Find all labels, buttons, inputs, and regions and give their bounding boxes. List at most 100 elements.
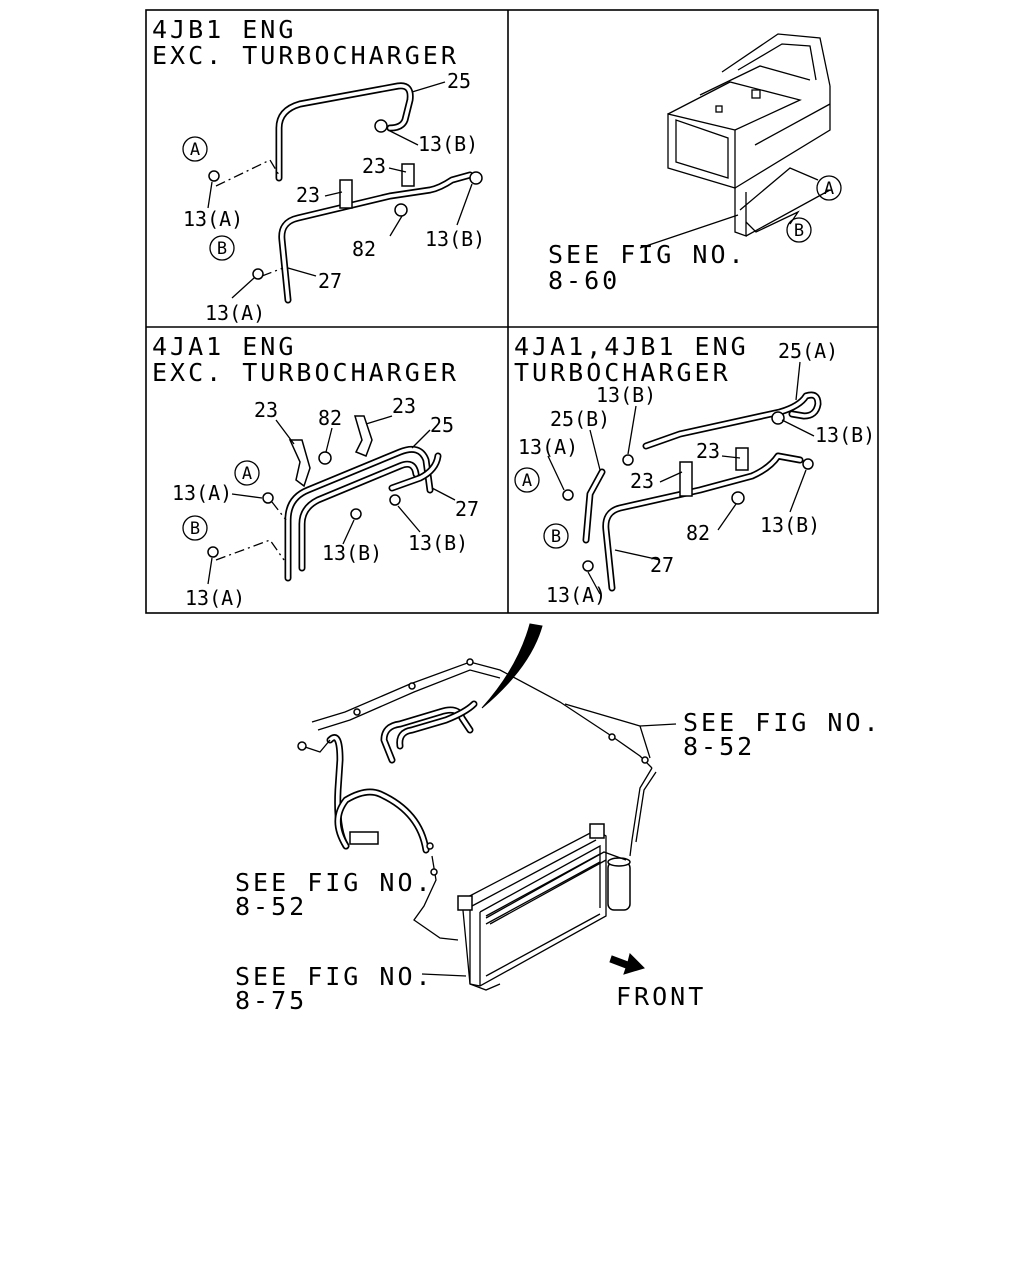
overview-diagram: SEE FIG NO. 8-52 SEE FIG NO. 8-52 SEE FI…: [235, 623, 882, 1015]
callout-13b: 13(B): [815, 423, 875, 447]
callout-23: 23: [696, 439, 720, 463]
see-fig-label: SEE FIG NO.: [683, 708, 882, 737]
marker-a: A: [816, 175, 842, 201]
fig-number: 8-52: [683, 732, 755, 761]
clamp-13b: [802, 458, 814, 470]
callout-23: 23: [392, 394, 416, 418]
marker-a: A: [234, 460, 260, 486]
clamp-13a: [262, 492, 274, 504]
front-arrow-icon: [609, 953, 645, 975]
callout-13a: 13(A): [205, 301, 265, 325]
panel-heater-unit: A B SEE FIG NO. 8-60: [548, 33, 842, 295]
callout-13a: 13(A): [185, 586, 245, 610]
refrigerant-line: [311, 661, 653, 769]
panel-4jb1-exc-turbo: 4JB1 ENG EXC. TURBOCHARGER A B: [152, 15, 485, 325]
callout-13a: 13(A): [546, 583, 606, 607]
marker-a-label: A: [522, 471, 532, 491]
clamp-13a: [207, 546, 219, 558]
marker-b: B: [543, 523, 569, 549]
leader-lines: [547, 361, 815, 595]
clamp-13b: [771, 411, 785, 425]
marker-b: B: [182, 515, 208, 541]
callout-25: 25: [447, 69, 471, 93]
front-label: FRONT: [616, 982, 706, 1011]
callout-13b: 13(B): [425, 227, 485, 251]
callout-23: 23: [254, 398, 278, 422]
clamp-13b: [389, 494, 401, 506]
clamp-13a: [562, 489, 574, 501]
callout-25b: 25(B): [550, 407, 610, 431]
marker-a: A: [514, 467, 540, 493]
marker-a-label: A: [190, 140, 200, 160]
marker-b-label: B: [794, 221, 804, 241]
marker-b: B: [786, 217, 812, 243]
callout-13b: 13(B): [408, 531, 468, 555]
panel-turbo: 4JA1,4JB1 ENG TURBOCHARGER A B: [514, 332, 875, 607]
bracket-23: [354, 415, 373, 457]
receiver-drier: [607, 857, 631, 911]
panel-title-line1: 4JB1 ENG: [152, 15, 296, 44]
callout-13a: 13(A): [518, 435, 578, 459]
panel-4ja1-exc-turbo: 4JA1 ENG EXC. TURBOCHARGER A B: [152, 332, 479, 610]
marker-a-label: A: [242, 464, 252, 484]
callout-13b: 13(B): [760, 513, 820, 537]
detail-pointer: [481, 623, 543, 709]
marker-b-label: B: [190, 519, 200, 539]
panel-title-line1: 4JA1,4JB1 ENG: [514, 332, 749, 361]
callout-27: 27: [455, 497, 479, 521]
condenser: [457, 823, 627, 991]
see-fig-label: SEE FIG NO.: [548, 240, 747, 269]
callout-27: 27: [318, 269, 342, 293]
compressor-fitting: [349, 831, 379, 845]
panel-grid: [145, 9, 879, 614]
callout-13a: 13(A): [172, 481, 232, 505]
heater-unit: [667, 33, 831, 237]
callout-23: 23: [296, 183, 320, 207]
marker-b-label: B: [551, 527, 561, 547]
fig-number: 8-52: [235, 892, 307, 921]
clamp-13a: [582, 560, 594, 572]
leader-lines: [207, 415, 456, 585]
see-fig-label: SEE FIG NO.: [235, 868, 434, 897]
marker-a: A: [182, 136, 208, 162]
panel-title-line2: TURBOCHARGER: [514, 358, 731, 387]
bolt-82: [318, 451, 332, 465]
callout-13a: 13(A): [183, 207, 243, 231]
callout-13b: 13(B): [322, 541, 382, 565]
bracket-23: [288, 439, 311, 488]
reference-leaders: [421, 703, 677, 977]
marker-b-label: B: [217, 239, 227, 259]
clamp-13b: [469, 171, 483, 185]
callout-23: 23: [362, 154, 386, 178]
fig-number: 8-75: [235, 986, 307, 1015]
callout-25: 25: [430, 413, 454, 437]
panel-title-line1: 4JA1 ENG: [152, 332, 296, 361]
callout-27: 27: [650, 553, 674, 577]
callout-13b: 13(B): [596, 383, 656, 407]
clamp-13b: [622, 454, 634, 466]
callout-82: 82: [686, 521, 710, 545]
panel-title-line2: EXC. TURBOCHARGER: [152, 41, 459, 70]
fig-number: 8-60: [548, 266, 620, 295]
panel-title-line2: EXC. TURBOCHARGER: [152, 358, 459, 387]
clamp-13a: [252, 268, 264, 280]
callout-82: 82: [352, 237, 376, 261]
leader-line: [639, 214, 739, 249]
bracket-23: [735, 447, 749, 471]
clamp-13a: [208, 170, 220, 182]
callout-25a: 25(A): [778, 339, 838, 363]
callout-13b: 13(B): [418, 132, 478, 156]
marker-b: B: [209, 235, 235, 261]
callout-23: 23: [630, 469, 654, 493]
bracket-23: [401, 163, 415, 187]
see-fig-label: SEE FIG NO.: [235, 962, 434, 991]
bolt-82: [394, 203, 408, 217]
clamp-13b: [374, 119, 388, 133]
clamp-13b: [350, 508, 362, 520]
bolt-82: [731, 491, 745, 505]
callout-82: 82: [318, 406, 342, 430]
bracket-23: [339, 179, 353, 209]
leader-lines: [207, 81, 473, 299]
marker-a-label: A: [824, 179, 834, 199]
